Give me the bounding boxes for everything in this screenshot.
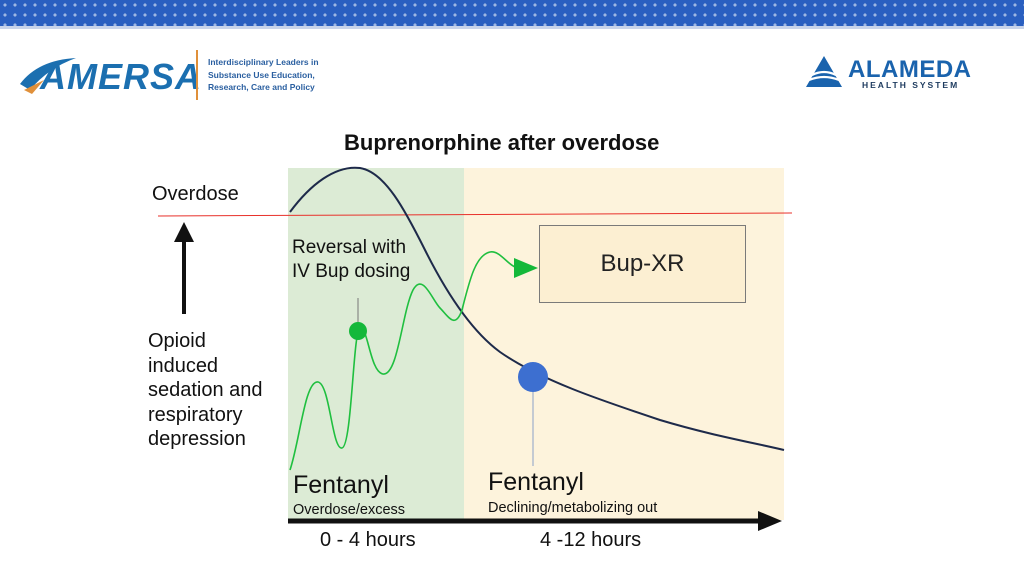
sedation-label-line: depression xyxy=(148,428,246,450)
fentanyl-curve xyxy=(289,166,785,451)
amersa-logo: AMERSA Interdisciplinary Leaders in Subs… xyxy=(18,50,348,102)
sedation-label-line: sedation and xyxy=(148,379,263,401)
alameda-triangle-icon xyxy=(806,56,842,87)
phase2-note: Declining/metabolizing out xyxy=(488,500,658,516)
bup-arrow-head-icon xyxy=(514,258,538,278)
time-axis-arrow-head-icon xyxy=(758,511,782,531)
sedation-arrow-head-icon xyxy=(174,222,194,242)
phase2-drug-label: Fentanyl xyxy=(488,468,584,496)
alameda-logo: ALAMEDA HEALTH SYSTEM xyxy=(804,55,984,95)
alameda-wordmark: ALAMEDA xyxy=(848,56,972,83)
phase1-time-label: 0 - 4 hours xyxy=(320,529,416,551)
slide-title: Buprenorphine after overdose xyxy=(344,130,660,155)
amersa-swoosh-icon xyxy=(20,58,76,94)
reversal-label: Reversal with IV Bup dosing xyxy=(292,236,410,284)
overdose-threshold-line xyxy=(157,212,793,217)
reversal-label-line: Reversal with xyxy=(292,237,407,258)
amersa-tagline: Interdisciplinary Leaders in Substance U… xyxy=(208,56,348,94)
tagline-line: Interdisciplinary Leaders in xyxy=(208,57,319,67)
phase2-time-label: 4 -12 hours xyxy=(540,529,642,551)
bup-xr-label: Bup-XR xyxy=(600,250,685,277)
sedation-label-line: Opioid xyxy=(148,330,206,352)
fentanyl-decline-marker xyxy=(518,362,548,392)
phase1-note: Overdose/excess xyxy=(293,502,406,518)
top-dotted-banner xyxy=(0,0,1024,26)
buprenorphine-curve xyxy=(289,251,519,471)
reversal-dose-marker xyxy=(349,322,367,340)
banner-edge xyxy=(0,26,1024,29)
reversal-label-line: IV Bup dosing xyxy=(292,261,411,282)
overdose-label: Overdose xyxy=(152,183,239,205)
tagline-line: Substance Use Education, xyxy=(208,69,315,80)
sedation-label-line: induced xyxy=(148,354,219,377)
amersa-wordmark: AMERSA xyxy=(40,56,203,97)
phase1-drug-label: Fentanyl xyxy=(293,471,389,499)
logo-divider xyxy=(196,50,198,100)
alameda-subtitle: HEALTH SYSTEM xyxy=(862,80,960,90)
sedation-label: Opioid induced sedation and respiratory … xyxy=(148,329,263,452)
bup-xr-box: Bup-XR xyxy=(539,225,746,303)
phase1-background xyxy=(288,168,464,520)
sedation-label-line: respiratory xyxy=(148,403,243,426)
tagline-line: Research, Care and Policy xyxy=(208,82,315,92)
